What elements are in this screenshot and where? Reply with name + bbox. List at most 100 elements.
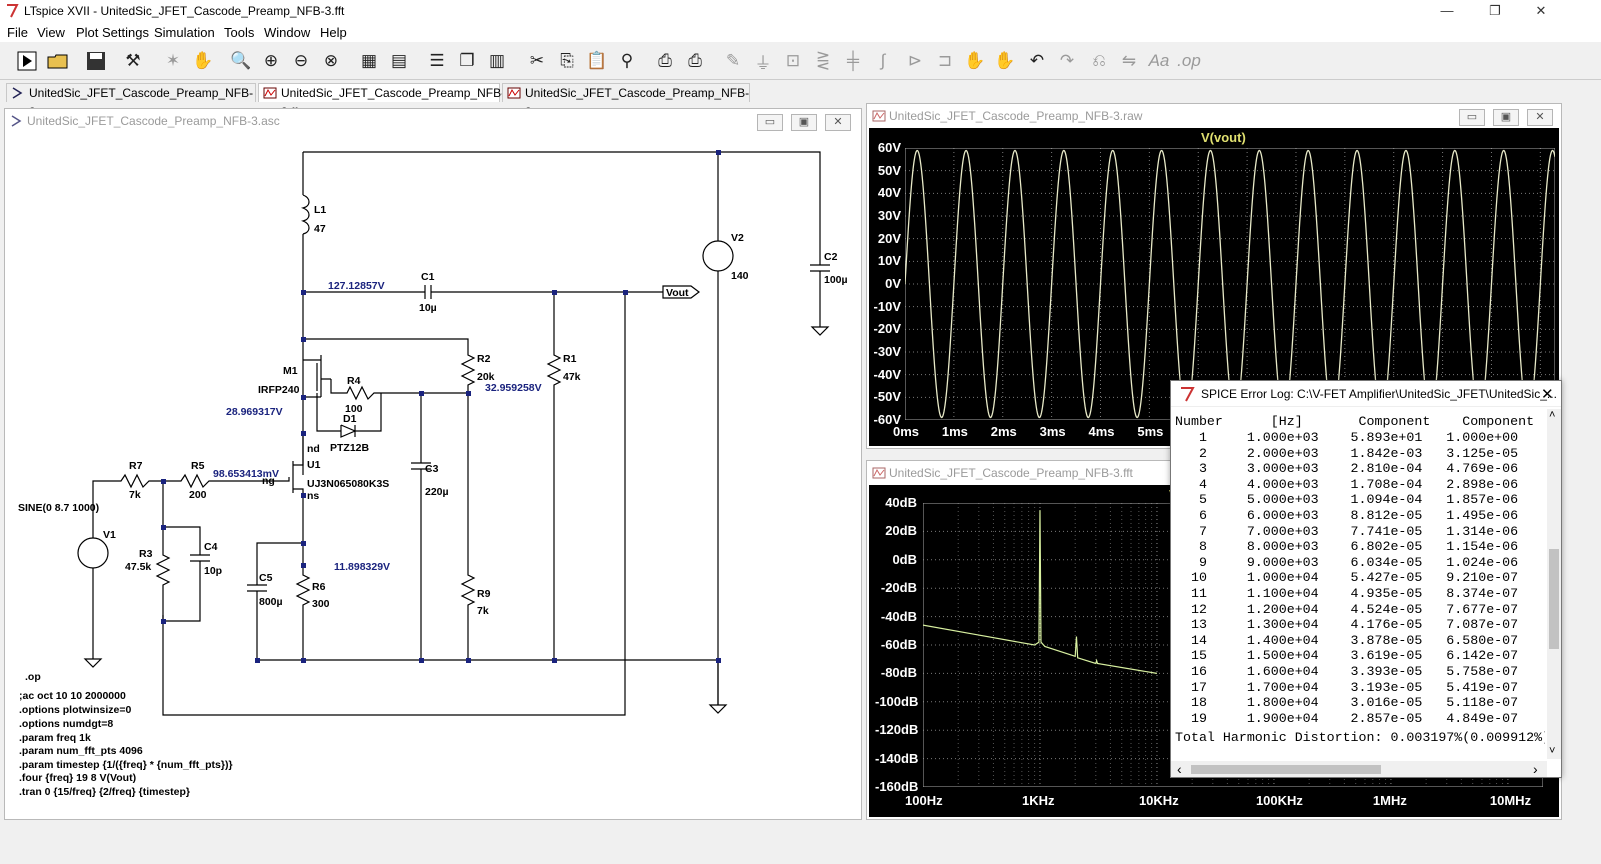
table-row: 8 8.000e+03 6.802e-05 1.154e-06 (1175, 539, 1519, 555)
plot-settings-icon[interactable]: ▤ (390, 51, 408, 70)
directive-line: .four {freq} 19 8 V(Vout) (19, 772, 136, 784)
copy-icon[interactable]: ⎘ (560, 51, 574, 70)
zoom-area-icon[interactable]: ⊕ (263, 51, 279, 70)
rotate-icon[interactable]: ⎌ (1092, 51, 1106, 70)
menu-help[interactable]: Help (320, 25, 347, 40)
capacitor-icon[interactable]: ╪ (846, 51, 860, 70)
menu-simulation[interactable]: Simulation (154, 25, 215, 40)
zoom-cancel-icon[interactable]: ⊗ (323, 51, 339, 70)
table-row: 18 1.800e+04 3.016e-05 5.118e-07 (1175, 695, 1519, 711)
find-icon[interactable]: ⚲ (620, 51, 634, 70)
save-icon[interactable] (83, 48, 109, 74)
zoom-in-icon[interactable]: 🔍 (230, 51, 252, 70)
scroll-left-icon[interactable]: ‹ (1177, 761, 1182, 777)
tile-horizontal-icon[interactable]: ☰ (429, 51, 445, 70)
inductor-icon[interactable]: ∫ (880, 51, 886, 70)
error-log-text[interactable]: Number [Hz] Component Component 1 1.000e… (1171, 408, 1545, 760)
menu-file[interactable]: File (7, 25, 28, 40)
label-c1: C1 (421, 271, 435, 283)
menu-plot-settings[interactable]: Plot Settings (76, 25, 149, 40)
scrollbar-thumb[interactable] (1549, 549, 1559, 649)
tile-vertical-icon[interactable]: ▥ (488, 51, 506, 70)
label-c2: C2 (824, 251, 838, 263)
tab-raw[interactable]: UnitedSic_JFET_Cascode_Preamp_NFB-3.raw (502, 83, 750, 119)
schematic-canvas[interactable]: L1 47 C1 10µ V2 140 C2 100µ Vout M1 IRFP… (11, 135, 857, 815)
window-title: LTspice XVII - UnitedSic_JFET_Cascode_Pr… (24, 4, 345, 18)
raw-trace-label[interactable]: V(vout) (1201, 130, 1246, 145)
mirror-icon[interactable]: ⇋ (1121, 51, 1137, 70)
paste-icon[interactable]: 📋 (586, 51, 608, 70)
pin-ns: ns (307, 490, 319, 502)
print-setup-icon[interactable]: ⎙ (688, 51, 702, 70)
directive-line: .op (25, 671, 41, 683)
x-tick-label: 3ms (1039, 424, 1066, 439)
schematic-minimize-button[interactable]: ▭ (757, 114, 783, 131)
restore-button[interactable]: ❐ (1489, 3, 1501, 18)
component-icon[interactable]: ⊐ (937, 51, 953, 70)
table-row: 12 1.200e+04 4.524e-05 7.677e-07 (1175, 601, 1519, 617)
node-voltage-4: 98.653413mV (213, 468, 279, 480)
schematic-window: UnitedSic_JFET_Cascode_Preamp_NFB-3.asc … (4, 108, 862, 820)
menu-view[interactable]: View (37, 25, 65, 40)
wire-icon[interactable]: ✎ (725, 51, 741, 70)
control-panel-icon[interactable]: ⚒ (125, 51, 141, 70)
raw-titlebar: UnitedSic_JFET_Cascode_Preamp_NFB-3.raw … (867, 104, 1561, 128)
resistor-icon[interactable]: ⋛ (815, 51, 831, 70)
scroll-up-icon[interactable]: ˄ (1549, 409, 1556, 421)
text-icon[interactable]: Aa (1148, 51, 1170, 70)
table-header: Number [Hz] Component Component (1175, 414, 1535, 429)
value-c4: 10p (204, 565, 222, 577)
menu-tools[interactable]: Tools (224, 25, 255, 40)
redo-icon[interactable]: ↷ (1059, 51, 1075, 70)
print-icon[interactable]: ⎙ (658, 51, 672, 70)
label-net-icon[interactable]: ⊡ (785, 51, 801, 70)
tab-fft[interactable]: UnitedSic_JFET_Cascode_Preamp_NFB-3.fft (258, 83, 505, 119)
autorange-icon[interactable]: ▦ (360, 51, 378, 70)
cut-icon[interactable]: ✂ (529, 51, 545, 70)
error-log-titlebar: SPICE Error Log: C:\V-FET Amplifier\Unit… (1171, 381, 1561, 407)
directive-line: .param freq 1k (19, 732, 91, 744)
scroll-right-icon[interactable]: › (1533, 761, 1538, 777)
horizontal-scrollbar[interactable]: ‹ › (1171, 761, 1547, 777)
x-tick-label: 1ms (941, 424, 968, 439)
error-log-title: SPICE Error Log: C:\V-FET Amplifier\Unit… (1201, 387, 1557, 401)
diode-icon[interactable]: ⊳ (907, 51, 923, 70)
undo-icon[interactable]: ↶ (1029, 51, 1045, 70)
cascade-icon[interactable]: ❐ (459, 51, 475, 70)
directive-line: .param num_fft_pts 4096 (19, 745, 143, 757)
schematic-maximize-button[interactable]: ▣ (791, 114, 817, 131)
ground-icon[interactable]: ⏚ (754, 53, 772, 73)
close-button[interactable]: ✕ (1535, 3, 1547, 18)
schematic-close-button[interactable]: ✕ (825, 114, 851, 131)
pan-icon[interactable]: ✋ (192, 51, 214, 70)
scrollbar-thumb[interactable] (1191, 765, 1381, 774)
label-r2: R2 (477, 353, 491, 365)
tab-asc[interactable]: UnitedSic_JFET_Cascode_Preamp_NFB-3.asc (6, 83, 256, 119)
schematic-titlebar: UnitedSic_JFET_Cascode_Preamp_NFB-3.asc … (5, 109, 861, 133)
y-tick-label: -60dB (880, 637, 917, 652)
scroll-down-icon[interactable]: ˅ (1549, 745, 1556, 757)
x-tick-label: 10MHz (1489, 793, 1532, 808)
raw-maximize-button[interactable]: ▣ (1493, 109, 1519, 126)
label-v1: V1 (103, 529, 116, 541)
move-icon[interactable]: ✋ (964, 51, 986, 70)
title-bar: LTspice XVII - UnitedSic_JFET_Cascode_Pr… (0, 0, 1601, 22)
raw-title: UnitedSic_JFET_Cascode_Preamp_NFB-3.raw (889, 109, 1143, 123)
trace-fft[interactable] (923, 510, 1158, 674)
drag-icon[interactable]: ✋ (994, 51, 1016, 70)
x-tick-label: 10KHz (1138, 793, 1179, 808)
halt-icon[interactable]: ✶ (165, 51, 181, 70)
raw-plot-area[interactable] (905, 148, 1555, 420)
error-log-close-button[interactable]: ✕ (1541, 386, 1554, 403)
raw-close-button[interactable]: ✕ (1527, 109, 1553, 126)
y-tick-label: -10V (873, 298, 901, 314)
pin-ng: ng (262, 475, 275, 487)
menu-window[interactable]: Window (264, 25, 311, 40)
spice-directive-icon[interactable]: .op (1177, 51, 1201, 70)
run-icon[interactable] (14, 48, 40, 74)
open-icon[interactable] (45, 48, 71, 74)
zoom-out-icon[interactable]: ⊖ (293, 51, 309, 70)
minimize-button[interactable]: — (1440, 3, 1454, 18)
raw-minimize-button[interactable]: ▭ (1459, 109, 1485, 126)
vertical-scrollbar[interactable]: ˄ ˅ (1547, 409, 1561, 759)
